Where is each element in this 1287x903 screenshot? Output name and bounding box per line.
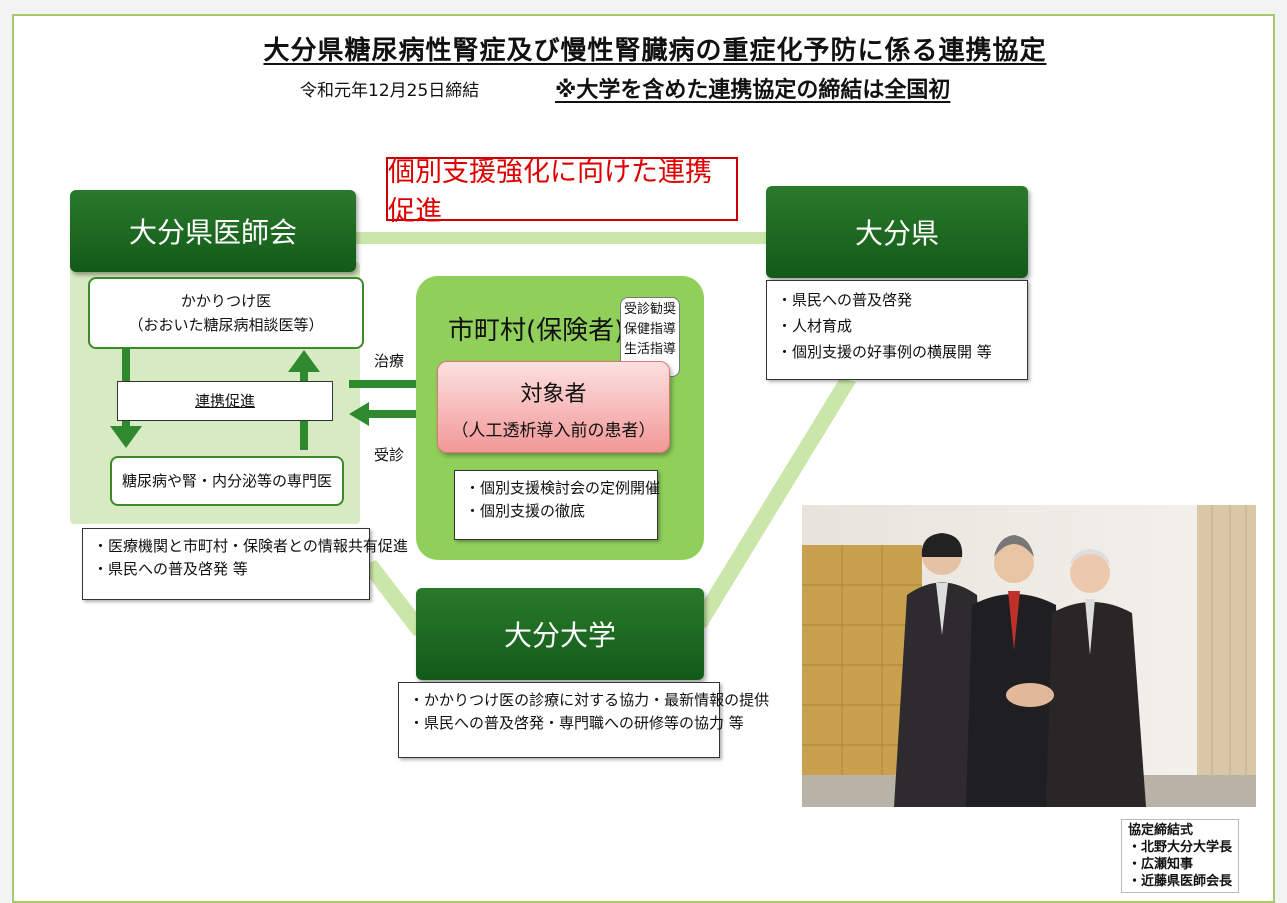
bubble-item: 保健指導 [623, 322, 676, 337]
role-item: ・個別支援の徹底 [465, 502, 586, 520]
role-item: ・県民への普及啓発 [777, 291, 913, 309]
role-item: ・人材育成 [777, 317, 853, 335]
role-item: ・個別支援検討会の定例開催 [465, 479, 661, 497]
specialist-box: 糖尿病や腎・内分泌等の専門医 [110, 456, 344, 506]
signing-ceremony-photo [802, 505, 1256, 807]
family-doctor-label: かかりつけ医 [180, 292, 272, 310]
bubble-item: 生活指導 [623, 342, 676, 357]
university-roles: ・かかりつけ医の診療に対する協力・最新情報の提供 ・県民への普及啓発・専門職への… [398, 682, 770, 758]
cooperation-box: 連携促進 [117, 381, 333, 421]
target-sub: （人工透析導入前の患者） [451, 421, 656, 441]
bubble-item: 受診勧奨 [623, 302, 676, 317]
family-doctor-sub: （おおいた糖尿病相談医等） [128, 316, 324, 334]
role-item: ・医療機関と市町村・保険者との情報共有促進 [93, 537, 408, 555]
caption-person: ・広瀬知事 [1128, 857, 1194, 872]
municipality-roles: ・個別支援検討会の定例開催 ・個別支援の徹底 [454, 470, 661, 540]
nationwide-first-note: ※大学を含めた連携協定の締結は全国初 [555, 78, 951, 103]
role-item: ・県民への普及啓発・専門職への研修等の協力 等 [409, 714, 744, 732]
agreement-date: 令和元年12月25日締結 [300, 81, 480, 101]
family-doctor-box: かかりつけ医 （おおいた糖尿病相談医等） [88, 277, 364, 349]
target-title: 対象者 [520, 382, 587, 407]
role-item: ・個別支援の好事例の横展開 等 [777, 343, 992, 361]
caption-person: ・北野大分大学長 [1128, 840, 1233, 855]
target-patient-box: 対象者 （人工透析導入前の患者） [437, 361, 670, 453]
caption-person: ・近藤県医師会長 [1128, 874, 1233, 889]
visit-label: 受診 [374, 446, 405, 464]
caption-title: 協定締結式 [1128, 823, 1194, 838]
university-heading: 大分大学 [416, 588, 704, 680]
ceremony-caption: 協定締結式 ・北野大分大学長 ・広瀬知事 ・近藤県医師会長 [1121, 819, 1240, 893]
cooperation-banner: 個別支援強化に向けた連携促進 [386, 157, 738, 227]
medical-association-heading: 大分県医師会 [70, 190, 356, 272]
role-item: ・かかりつけ医の診療に対する協力・最新情報の提供 [409, 691, 770, 709]
treatment-label: 治療 [374, 352, 405, 370]
ceremony-photo-illustration [802, 505, 1256, 807]
medical-association-roles: ・医療機関と市町村・保険者との情報共有促進 ・県民への普及啓発 等 [82, 528, 408, 600]
page-title: 大分県糖尿病性腎症及び慢性腎臓病の重症化予防に係る連携協定 [263, 36, 1047, 66]
prefecture-heading: 大分県 [766, 186, 1028, 278]
role-item: ・県民への普及啓発 等 [93, 560, 248, 578]
municipality-title: 市町村(保険者) [448, 316, 625, 346]
cooperation-label: 連携促進 [194, 392, 255, 410]
prefecture-roles: ・県民への普及啓発 ・人材育成 ・個別支援の好事例の横展開 等 [766, 280, 1028, 380]
